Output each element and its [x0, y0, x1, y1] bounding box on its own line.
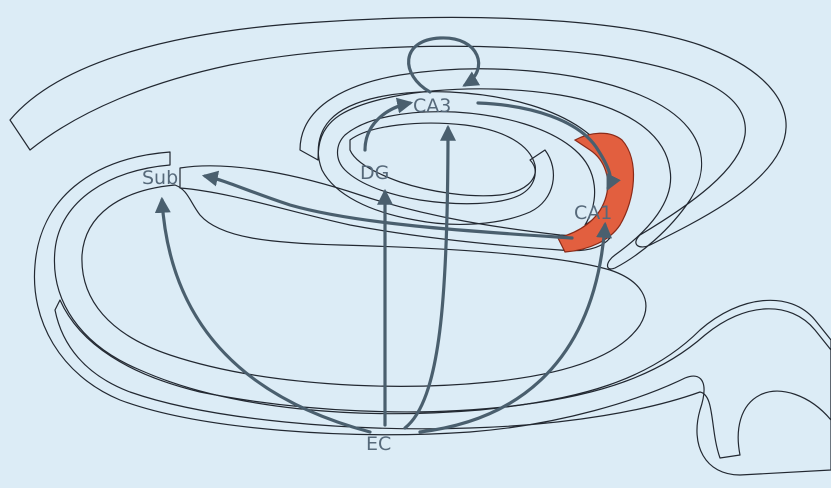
label-sub: Sub — [142, 167, 178, 189]
label-ca1: CA1 — [574, 202, 612, 224]
label-ca3: CA3 — [413, 95, 451, 117]
label-dg: DG — [360, 162, 389, 184]
label-ec: EC — [366, 433, 391, 455]
